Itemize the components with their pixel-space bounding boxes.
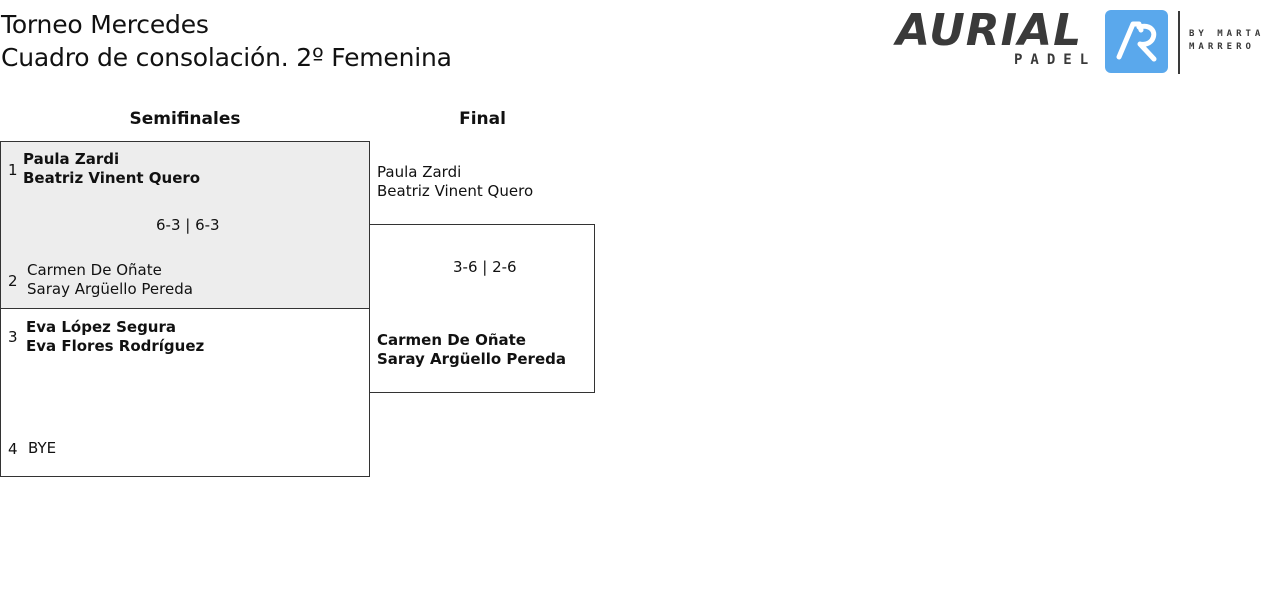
logo-ap-icon [1105,10,1168,73]
seed-number: 4 [8,440,18,458]
player-name: Paula Zardi [377,163,462,181]
player-name: Beatriz Vinent Quero [23,169,201,187]
semifinal-match-2[interactable]: 3 Eva López Segura Eva Flores Rodríguez … [0,308,370,477]
team-entry: Eva López Segura Eva Flores Rodríguez [26,318,204,356]
logo-by-line-2: MARRERO [1189,42,1255,52]
final-match[interactable]: 3-6 | 2-6 Carmen De Oñate Saray Argüello… [369,224,595,393]
player-name: Carmen De Oñate [377,331,526,349]
seed-number: 2 [8,272,18,290]
seed-number: 3 [8,328,18,346]
round-label-final: Final [459,109,506,129]
logo-by-line-1: BY MARTA [1189,29,1265,39]
player-name: Carmen De Oñate [27,261,162,279]
match-score: 6-3 | 6-3 [156,216,220,234]
player-name: Saray Argüello Pereda [377,350,566,368]
player-name: Saray Argüello Pereda [27,280,193,298]
player-name: BYE [28,439,57,457]
final-team-bottom: Carmen De Oñate Saray Argüello Pereda [377,331,566,369]
player-name: Eva Flores Rodríguez [26,337,205,355]
semifinal-match-1[interactable]: 1 Paula Zardi Beatriz Vinent Quero 6-3 |… [0,141,370,309]
aurial-padel-logo: AURIAL PADEL BY MARTA MARRERO [896,6,1272,76]
logo-subtext: PADEL [1014,52,1097,68]
team-entry: Carmen De Oñate Saray Argüello Pereda [27,261,193,299]
match-score: 3-6 | 2-6 [453,258,517,276]
logo-wordmark: AURIAL [896,5,1083,56]
player-name: Eva López Segura [26,318,177,336]
logo-divider [1178,11,1180,74]
team-entry: Paula Zardi Beatriz Vinent Quero [23,150,200,188]
draw-subtitle: Cuadro de consolación. 2º Femenina [1,43,452,72]
final-team-top: Paula Zardi Beatriz Vinent Quero [377,163,533,201]
player-name: Paula Zardi [23,150,120,168]
team-entry: BYE [28,439,56,458]
player-name: Beatriz Vinent Quero [377,182,534,200]
round-label-semifinals: Semifinales [129,109,241,129]
seed-number: 1 [8,161,18,179]
tournament-title: Torneo Mercedes [1,10,209,39]
